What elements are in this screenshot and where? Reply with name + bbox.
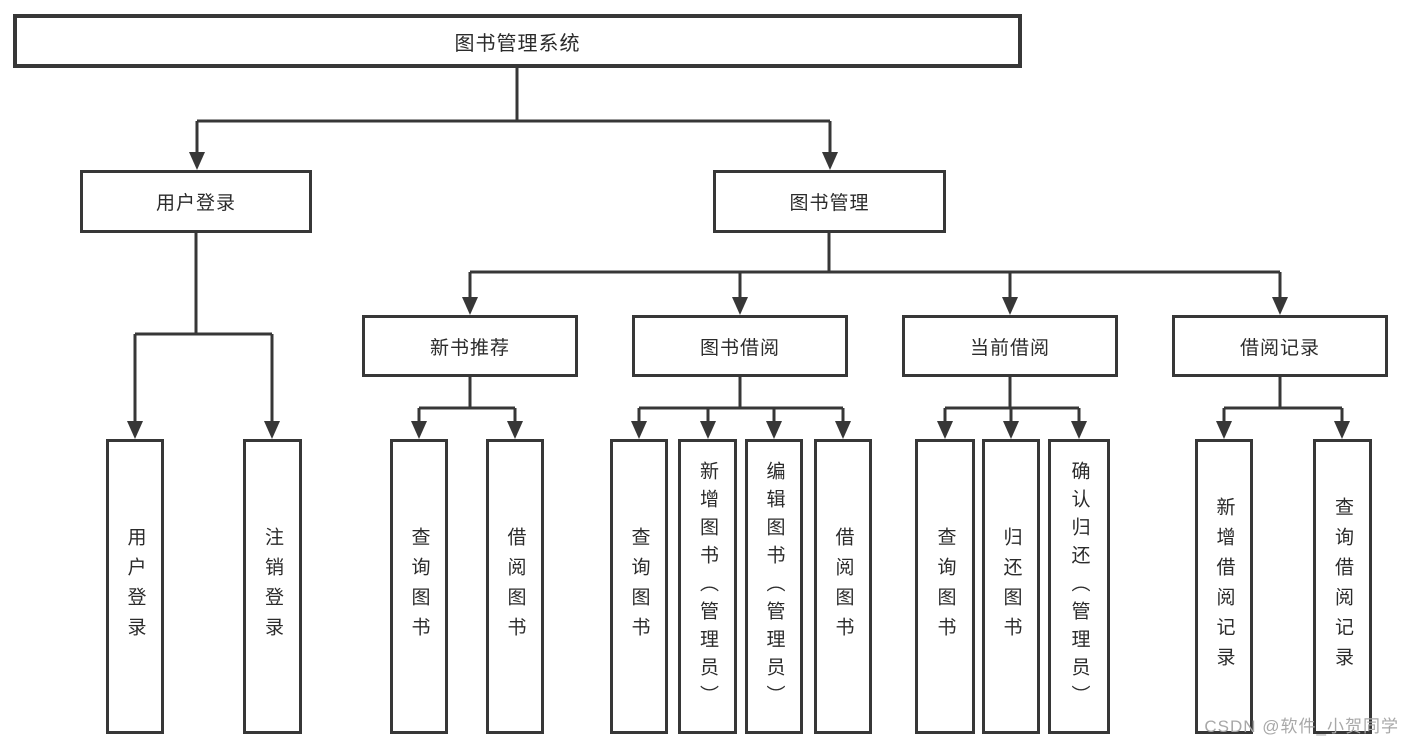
node-label: 查询图书 [628, 526, 650, 647]
node-label: 编辑图书（管理员） [763, 460, 785, 713]
node-label: 注销登录 [262, 526, 283, 647]
node-label: 新书推荐 [429, 337, 510, 359]
leaf-borrow-books-recommend: 借阅图书 [486, 439, 544, 734]
leaf-query-borrow-record: 查询借阅记录 [1313, 439, 1372, 734]
node-label: 图书管理 [789, 193, 870, 214]
new-book-recommend-leaf-connector [411, 377, 523, 439]
node-book-management: 图书管理 [713, 170, 946, 233]
node-label: 查询图书 [934, 526, 956, 647]
leaf-add-book-admin: 新增图书（管理员） [678, 439, 737, 734]
node-label: 确认归还（管理员） [1068, 460, 1090, 713]
node-label: 借阅图书 [832, 526, 854, 647]
node-label: 当前借阅 [969, 337, 1050, 359]
csdn-watermark: CSDN @软件_小贺同学 [1204, 717, 1399, 736]
node-label: 查询图书 [408, 526, 430, 647]
node-label: 用户登录 [155, 193, 236, 214]
root-to-level2-connector [189, 68, 838, 170]
node-book-borrowing: 图书借阅 [632, 315, 848, 377]
borrowing-records-leaf-connector [1216, 377, 1350, 439]
user-login-branch-connector [127, 233, 280, 439]
node-label: 图书管理系统 [454, 32, 581, 55]
node-new-book-recommend: 新书推荐 [362, 315, 578, 377]
leaf-borrow-books-borrowing: 借阅图书 [814, 439, 872, 734]
node-user-login: 用户登录 [80, 170, 312, 233]
leaf-add-borrow-record: 新增借阅记录 [1195, 439, 1253, 734]
node-library-management-system: 图书管理系统 [13, 14, 1022, 68]
node-label: 归还图书 [1000, 526, 1022, 647]
node-label: 借阅记录 [1239, 337, 1320, 359]
leaf-confirm-return-admin: 确认归还（管理员） [1048, 439, 1110, 734]
node-borrowing-records: 借阅记录 [1172, 315, 1388, 377]
node-label: 新增借阅记录 [1213, 496, 1235, 677]
leaf-query-books-borrowing: 查询图书 [610, 439, 668, 734]
current-borrowing-leaf-connector [937, 377, 1087, 439]
node-label: 用户登录 [124, 526, 146, 647]
node-label: 借阅图书 [504, 526, 526, 647]
node-label: 新增图书（管理员） [697, 460, 718, 713]
node-current-borrowing: 当前借阅 [902, 315, 1118, 377]
leaf-query-books-current: 查询图书 [915, 439, 975, 734]
node-label: 图书借阅 [699, 337, 780, 359]
leaf-edit-book-admin: 编辑图书（管理员） [745, 439, 803, 734]
book-borrowing-leaf-connector [631, 377, 851, 439]
node-label: 查询借阅记录 [1332, 496, 1353, 677]
book-management-branch-connector [462, 233, 1288, 315]
leaf-user-login: 用户登录 [106, 439, 164, 734]
leaf-query-books-recommend: 查询图书 [390, 439, 448, 734]
leaf-return-book: 归还图书 [982, 439, 1040, 734]
leaf-logout: 注销登录 [243, 439, 302, 734]
